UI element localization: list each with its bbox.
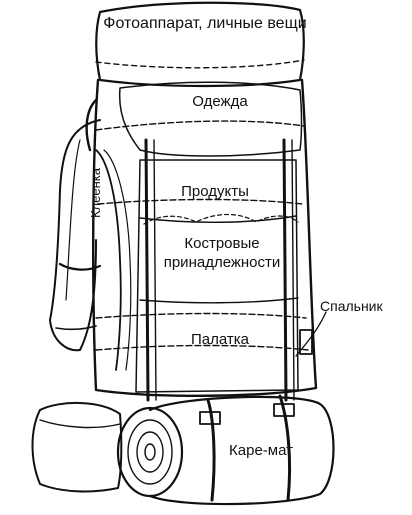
bottom-left-pocket <box>31 402 123 493</box>
left-strap-inner <box>153 139 157 401</box>
right-strap <box>282 138 288 402</box>
mat-buckle-right <box>273 403 295 417</box>
mat-roll-end <box>116 406 184 498</box>
mat-buckle-left <box>199 411 221 425</box>
campfire-divider <box>139 297 299 304</box>
main-body <box>92 78 318 397</box>
label-tent: Палатка <box>191 331 249 348</box>
clothes-compartment <box>118 81 303 157</box>
side-pocket-strap2 <box>55 325 97 331</box>
side-pocket-inner <box>65 139 81 301</box>
side-pocket-strap <box>58 262 102 271</box>
right-side-buckle <box>299 329 313 355</box>
label-mat: Каре-мат <box>229 442 293 459</box>
strap-h1 <box>95 120 305 131</box>
label-sleeping-bag: Спальник <box>320 298 383 314</box>
label-camera-personal-items: Фотоаппарат, личные вещи <box>103 15 307 32</box>
campfire-top-line <box>143 213 299 225</box>
mat-roll-body <box>148 395 335 506</box>
mat-roll-coil-1 <box>127 419 173 485</box>
mat-strap-left <box>206 398 216 502</box>
right-strap-inner <box>291 139 295 401</box>
oilcloth-roll <box>95 149 122 371</box>
label-campfire-equipment: Костровые принадлежности <box>163 235 281 271</box>
strap-h4 <box>95 344 309 351</box>
mat-roll-coil-2 <box>136 431 164 473</box>
strap-h3 <box>95 312 307 319</box>
lid-seam <box>95 59 305 69</box>
left-strap <box>144 138 150 402</box>
food-divider <box>139 215 297 223</box>
label-clothes: Одежда <box>192 93 248 110</box>
side-pocket <box>49 119 101 352</box>
top-lid <box>95 1 305 88</box>
oilcloth-roll-2 <box>103 149 132 371</box>
mat-roll-coil-3 <box>144 443 156 461</box>
bottom-left-pocket-lid <box>39 419 121 429</box>
shoulder-strap <box>85 98 98 152</box>
label-oilcloth: Клеенка <box>88 168 103 219</box>
label-food: Продукты <box>181 183 249 200</box>
